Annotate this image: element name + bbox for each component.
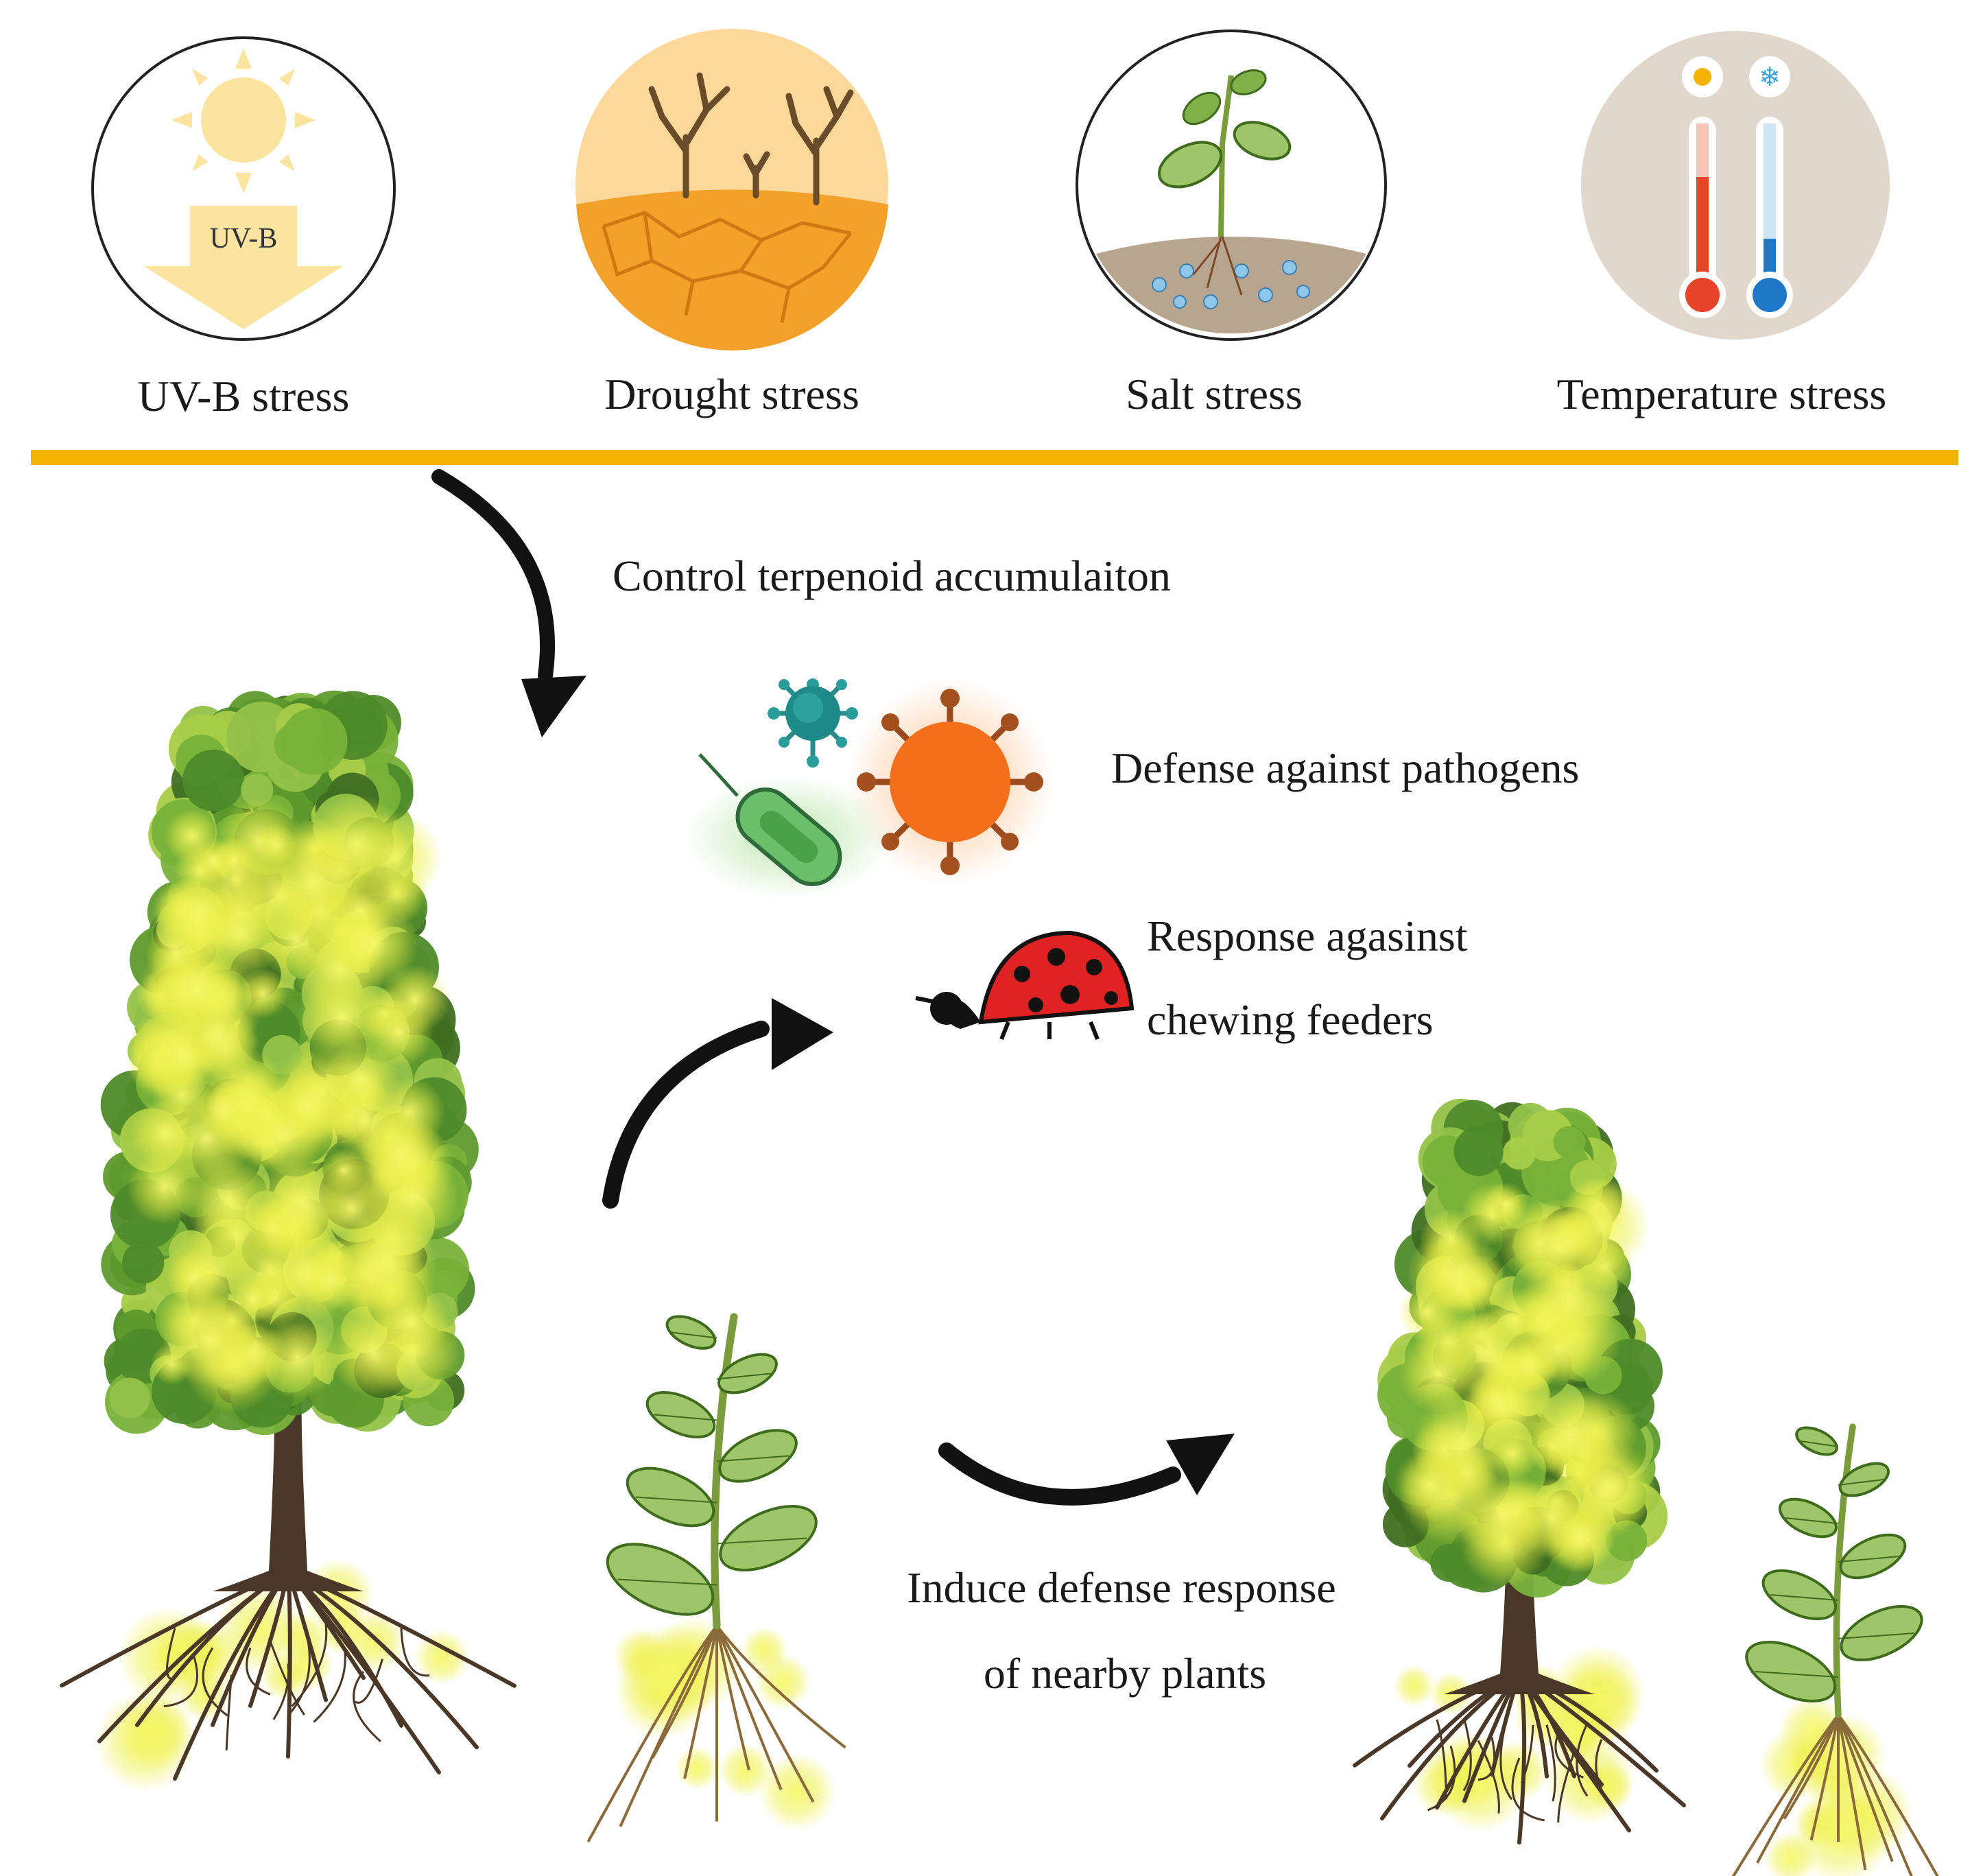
orange-virus-icon [847,679,1053,885]
uvb-arrow-icon [144,206,343,329]
feeders-response-label-1: Response agasinst [1147,912,1468,960]
salt-stress-label: Salt stress [1126,370,1303,418]
snowflake-icon: ❄ [1759,62,1781,92]
hot-thermometer-icon [1679,117,1726,318]
bacteria-icon [686,753,892,899]
big-tree-icon [60,690,516,1792]
pathogens-icon [686,678,1053,899]
divider-line [31,450,1958,465]
seedling-icon [1157,69,1292,237]
sun-icon [171,48,316,193]
drought-stress-label: Drought stress [604,370,859,418]
hot-sun-icon [1694,68,1711,86]
feeders-response-label-2: chewing feeders [1147,995,1434,1044]
control-terpenoid-label: Control terpenoid accumulaiton [613,551,1171,600]
small-tree-icon [1353,1098,1686,1845]
nearby-plants-label-2: of nearby plants [983,1649,1267,1698]
small-herb-plant-icon [1731,1423,1939,1876]
uvb-badge-label: UV-B [209,223,278,254]
herb-plant-icon [586,1313,846,1842]
temperature-stress-icon: ❄ [1581,31,1890,340]
arrow-down-icon [431,469,586,737]
temperature-stress-label: Temperature stress [1556,370,1887,418]
dead-tree-icon [648,72,854,206]
cold-thermometer-icon [1746,117,1793,318]
ladybug-icon [915,930,1135,1041]
salt-crystal-icon [1152,260,1310,309]
nearby-plants-label-1: Induce defense response [907,1563,1336,1612]
uvb-stress-icon [91,36,396,341]
pathogen-defense-label: Defense against pathogens [1111,744,1580,792]
arrow-right-icon [938,1434,1235,1506]
teal-virus-icon [768,678,858,768]
arrow-up-right-icon [602,998,833,1209]
salt-stress-icon [1076,29,1387,341]
drought-stress-icon [575,29,888,351]
uvb-stress-label: UV-B stress [137,372,350,420]
